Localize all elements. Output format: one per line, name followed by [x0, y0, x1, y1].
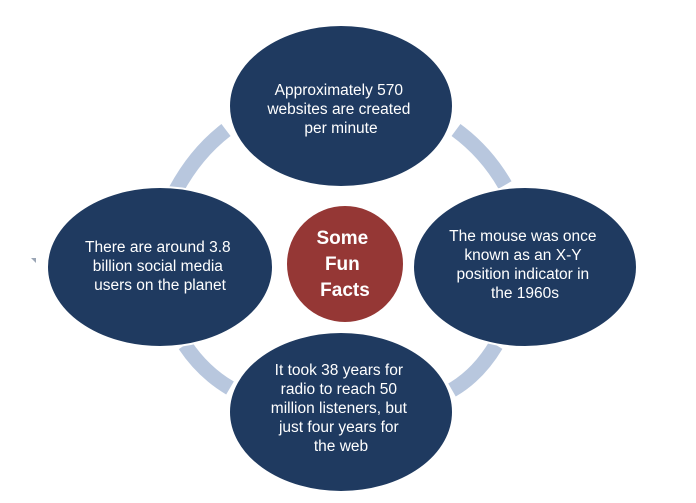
- connector-arc-right-bottom: [448, 341, 503, 397]
- fact-node-bottom-shape: [228, 331, 454, 493]
- center-node-shape: [285, 204, 405, 324]
- fact-node-left-shape: [46, 186, 274, 348]
- fact-node-bottom-text: It took 38 years for radio to reach 50 m…: [271, 362, 411, 455]
- fact-node-top-text: Approximately 570 websites are created p…: [266, 82, 414, 137]
- connector-arc-bottom-left: [178, 340, 234, 395]
- fact-node-right-shape: [412, 186, 638, 348]
- connector-arcs: [169, 123, 512, 397]
- resize-marker-icon: [31, 258, 36, 263]
- connector-arc-top-right: [451, 123, 512, 189]
- fact-node-top-shape: [228, 24, 454, 188]
- fact-node-left: There are around 3.8 billion social medi…: [46, 186, 274, 348]
- center-node: Some Fun Facts: [285, 204, 405, 324]
- center-node-text: Some Fun Facts: [316, 228, 373, 301]
- connector-arc-left-top: [169, 124, 231, 194]
- fact-node-left-text: There are around 3.8 billion social medi…: [85, 239, 235, 294]
- fact-node-bottom: It took 38 years for radio to reach 50 m…: [228, 331, 454, 493]
- fact-node-right: The mouse was once known as an X-Y posit…: [412, 186, 638, 348]
- fact-node-right-text: The mouse was once known as an X-Y posit…: [449, 228, 601, 302]
- fact-node-top: Approximately 570 websites are created p…: [228, 24, 454, 188]
